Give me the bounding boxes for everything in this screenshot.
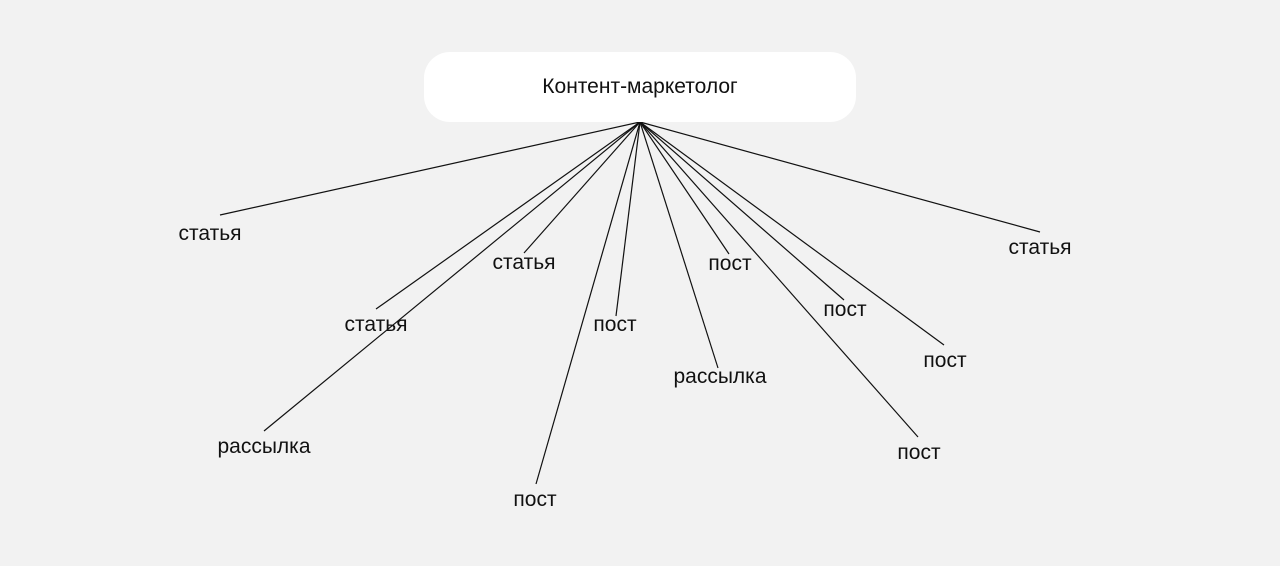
leaf-node: пост: [593, 313, 637, 336]
connector-line: [615, 121, 641, 317]
leaf-node: пост: [708, 252, 752, 275]
leaf-node: статья: [178, 222, 242, 245]
leaf-node: рассылка: [217, 435, 311, 458]
leaf-node: пост: [823, 298, 867, 321]
leaf-node: пост: [513, 488, 557, 511]
leaf-node: статья: [1008, 236, 1072, 259]
leaf-node: статья: [344, 313, 408, 336]
connector-line: [639, 121, 945, 346]
leaf-node: рассылка: [673, 365, 767, 388]
connector-line: [263, 121, 641, 432]
root-node-label: Контент-маркетолог: [542, 75, 738, 98]
leaf-node: статья: [492, 251, 556, 274]
leaf-node: пост: [923, 349, 967, 372]
connector-line: [639, 121, 919, 438]
connector-line: [639, 121, 730, 255]
leaf-node: пост: [897, 441, 941, 464]
connector-line: [639, 121, 719, 369]
connector-line: [375, 121, 641, 310]
connector-line: [535, 121, 641, 485]
connector-line: [639, 121, 845, 301]
connector-line: [639, 121, 1041, 233]
connector-line: [523, 121, 641, 254]
root-node: Контент-маркетолог: [424, 52, 856, 122]
connector-line: [219, 121, 641, 216]
